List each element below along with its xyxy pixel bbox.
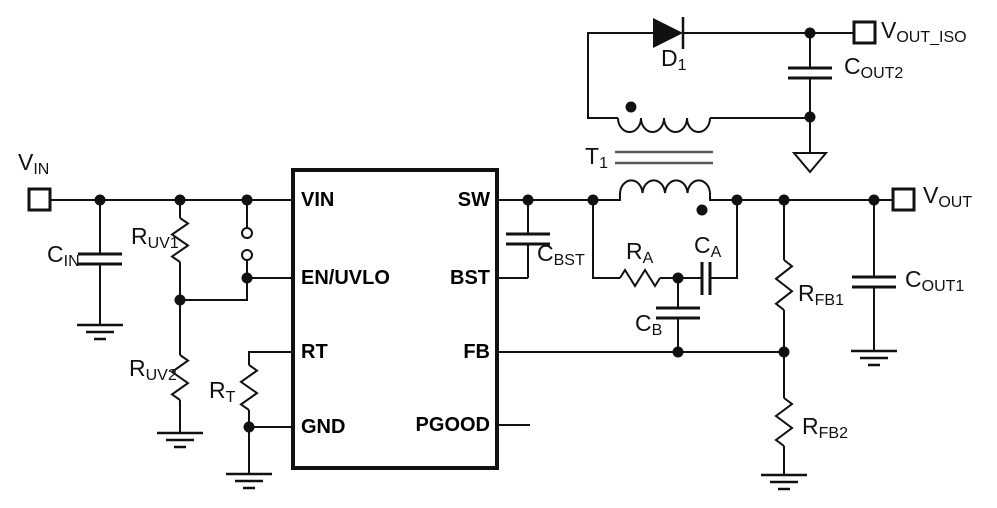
label-ruv2: RUV2 bbox=[129, 355, 177, 384]
junction-dot bbox=[94, 194, 106, 206]
ground-cin bbox=[77, 323, 123, 341]
junction-dot bbox=[778, 346, 790, 358]
wire-vout-rail bbox=[709, 193, 893, 201]
ic-pin-bst: BST bbox=[450, 267, 490, 289]
res-ra bbox=[619, 268, 661, 288]
transformer-t1 bbox=[617, 117, 711, 194]
junction-dot bbox=[174, 194, 186, 206]
ground-rfb2 bbox=[761, 473, 807, 491]
label-vin-terminal: VIN bbox=[18, 149, 50, 178]
ground-cout1 bbox=[851, 349, 897, 367]
junction-dot bbox=[868, 194, 880, 206]
wire-en-node bbox=[180, 277, 293, 301]
cap-cin bbox=[78, 252, 122, 266]
cap-cbst bbox=[506, 232, 550, 246]
wire-cbst-leads bbox=[497, 200, 529, 279]
junction-dots bbox=[94, 27, 880, 433]
diode-d1 bbox=[653, 17, 685, 49]
junction-dot bbox=[731, 194, 743, 206]
terminal-squares bbox=[27, 20, 916, 212]
label-cb: CB bbox=[635, 310, 663, 339]
label-ruv1: RUV1 bbox=[131, 223, 179, 252]
ic-pin-fb: FB bbox=[463, 341, 490, 363]
wire-secondary-loop bbox=[587, 32, 653, 119]
label-cbst: CBST bbox=[537, 240, 585, 269]
ic-pin-en-uvlo: EN/UVLO bbox=[301, 267, 390, 289]
vout-iso-terminal-square bbox=[852, 20, 877, 45]
res-ruv1 bbox=[170, 217, 190, 263]
res-rfb1 bbox=[774, 259, 794, 311]
ground-iso-triangle bbox=[791, 152, 829, 174]
label-rt: RT bbox=[209, 377, 236, 406]
label-cout2: COUT2 bbox=[844, 53, 904, 82]
label-cout1: COUT1 bbox=[905, 266, 965, 295]
wire-ripple-network bbox=[592, 200, 738, 352]
ground-ruv2 bbox=[157, 431, 203, 449]
label-ca: CA bbox=[694, 232, 722, 261]
diode-triangle bbox=[653, 18, 683, 48]
wires bbox=[50, 32, 893, 475]
ic-pin-rt: RT bbox=[301, 341, 328, 363]
junction-dot bbox=[241, 194, 253, 206]
capacitors bbox=[78, 66, 896, 320]
jumper-contact-top bbox=[241, 227, 253, 239]
cap-cb bbox=[656, 306, 700, 320]
transformer-core bbox=[615, 150, 713, 165]
ic-pin-sw: SW bbox=[457, 189, 490, 211]
wire-rt-branch bbox=[248, 351, 293, 474]
vin-terminal-square bbox=[27, 187, 52, 212]
junction-dot bbox=[804, 111, 816, 123]
label-ra: RA bbox=[626, 238, 654, 267]
ic-pin-vin: VIN bbox=[301, 189, 335, 211]
winding-secondary bbox=[617, 117, 711, 133]
ground-symbols bbox=[77, 152, 897, 491]
label-vout-terminal: VOUT bbox=[923, 182, 973, 211]
label-t1: T1 bbox=[585, 143, 608, 172]
junction-dot bbox=[174, 294, 186, 306]
junction-dot bbox=[522, 194, 534, 206]
ic-body bbox=[291, 168, 499, 470]
wire-sw-rail bbox=[497, 193, 621, 201]
cap-cout1 bbox=[852, 275, 896, 289]
phase-dot-primary bbox=[696, 204, 708, 216]
junction-dot bbox=[804, 27, 816, 39]
vout-terminal-square bbox=[891, 187, 916, 212]
junction-dot bbox=[672, 272, 684, 284]
en-jumper-contacts bbox=[241, 227, 253, 261]
phase-dot-secondary bbox=[625, 101, 637, 113]
ic-pin-gnd: GND bbox=[301, 416, 346, 438]
label-rfb2: RFB2 bbox=[802, 413, 848, 442]
junction-dot bbox=[672, 346, 684, 358]
junction-dot bbox=[243, 421, 255, 433]
label-cin: CIN bbox=[47, 241, 80, 270]
label-rfb1: RFB1 bbox=[798, 280, 844, 309]
junction-dot bbox=[241, 272, 253, 284]
label-d1: D1 bbox=[661, 45, 687, 74]
res-rfb2 bbox=[774, 397, 794, 447]
cap-cout2 bbox=[788, 66, 832, 80]
ground-rt bbox=[226, 472, 272, 490]
cap-ca bbox=[700, 262, 712, 295]
res-rt bbox=[239, 364, 259, 411]
label-vout-iso-terminal: VOUT_ISO bbox=[881, 17, 967, 46]
resistors bbox=[170, 217, 794, 447]
res-ruv2 bbox=[170, 354, 190, 401]
junction-dot bbox=[778, 194, 790, 206]
ic-pin-pgood: PGOOD bbox=[415, 414, 490, 436]
jumper-contact-bottom bbox=[241, 249, 253, 261]
junction-dot bbox=[587, 194, 599, 206]
winding-primary bbox=[619, 179, 711, 194]
